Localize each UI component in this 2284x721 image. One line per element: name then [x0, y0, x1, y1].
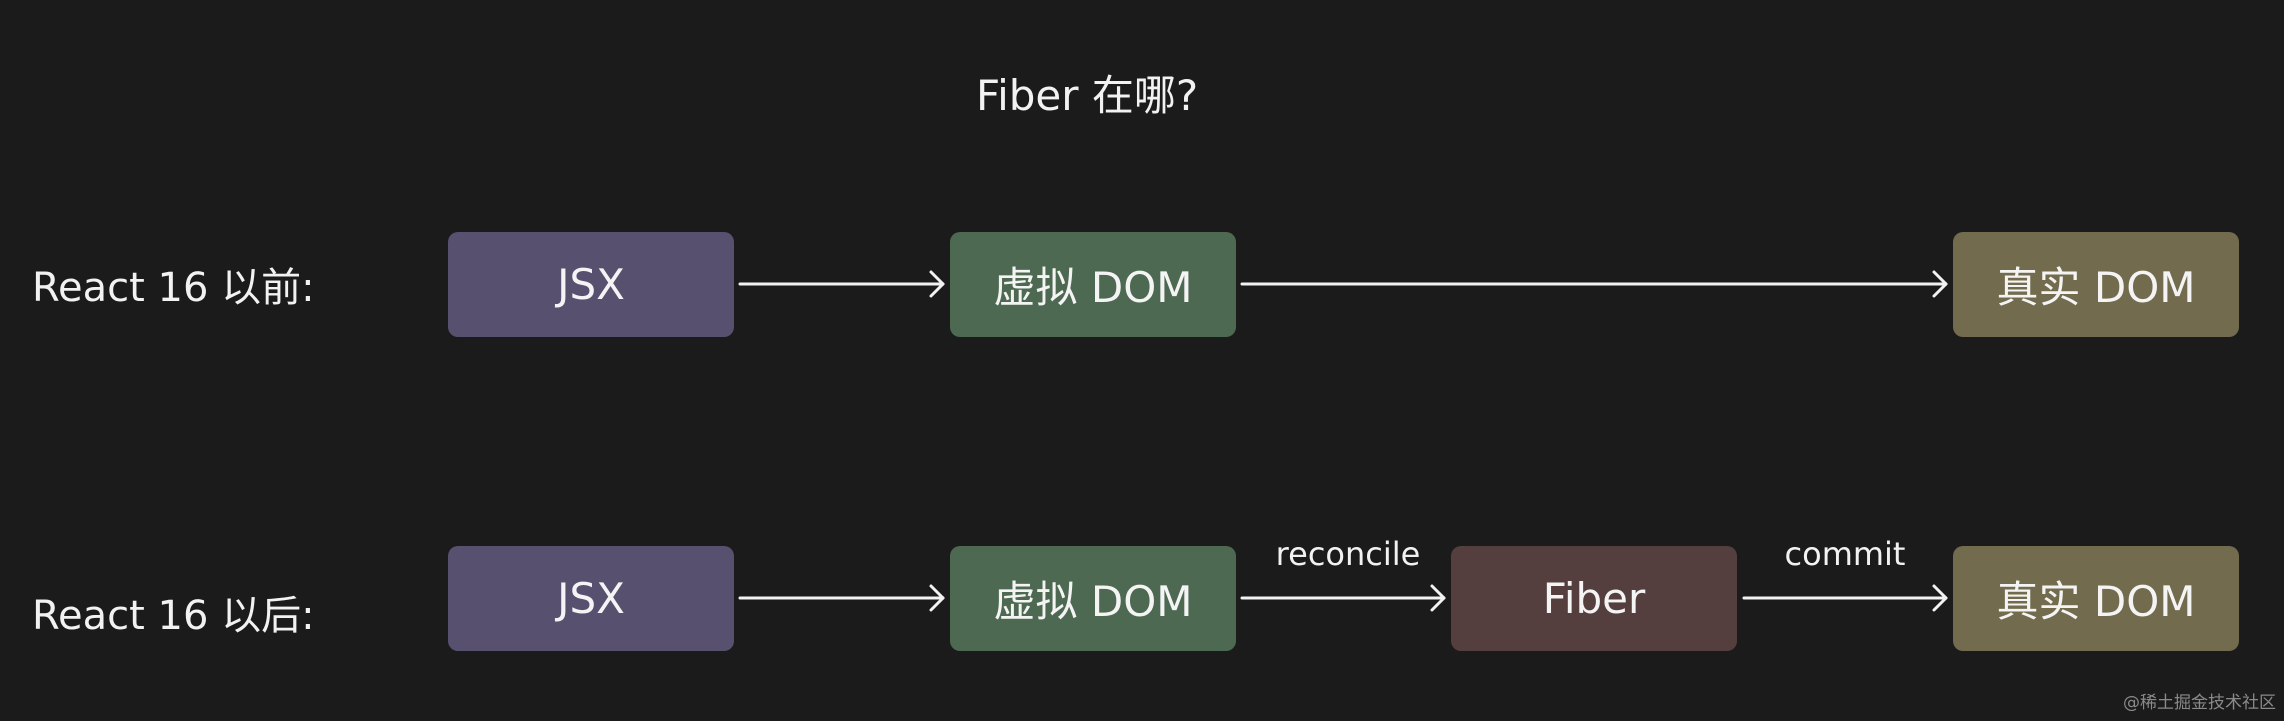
row-label-before: React 16 以前:: [32, 265, 315, 311]
node-fiber-after: Fiber: [1451, 546, 1737, 651]
diagram-title: Fiber 在哪?: [976, 71, 1199, 120]
arrow-vdom-to-fiber-after: [1240, 584, 1446, 612]
arrow-vdom-to-dom-before: [1240, 270, 1948, 298]
node-jsx-before: JSX: [448, 232, 734, 337]
node-jsx-after: JSX: [448, 546, 734, 651]
watermark: @稀土掘金技术社区: [2123, 693, 2276, 713]
node-dom-after: 真实 DOM: [1953, 546, 2239, 651]
node-dom-before: 真实 DOM: [1953, 232, 2239, 337]
node-vdom-before: 虚拟 DOM: [950, 232, 1236, 337]
arrow-jsx-to-vdom-after: [738, 584, 945, 612]
arrow-fiber-to-dom-after: [1742, 584, 1948, 612]
edge-label-reconcile: reconcile: [1275, 535, 1421, 573]
row-label-after: React 16 以后:: [32, 593, 315, 639]
arrow-jsx-to-vdom-before: [738, 270, 945, 298]
node-vdom-after: 虚拟 DOM: [950, 546, 1236, 651]
edge-label-commit: commit: [1784, 535, 1906, 573]
